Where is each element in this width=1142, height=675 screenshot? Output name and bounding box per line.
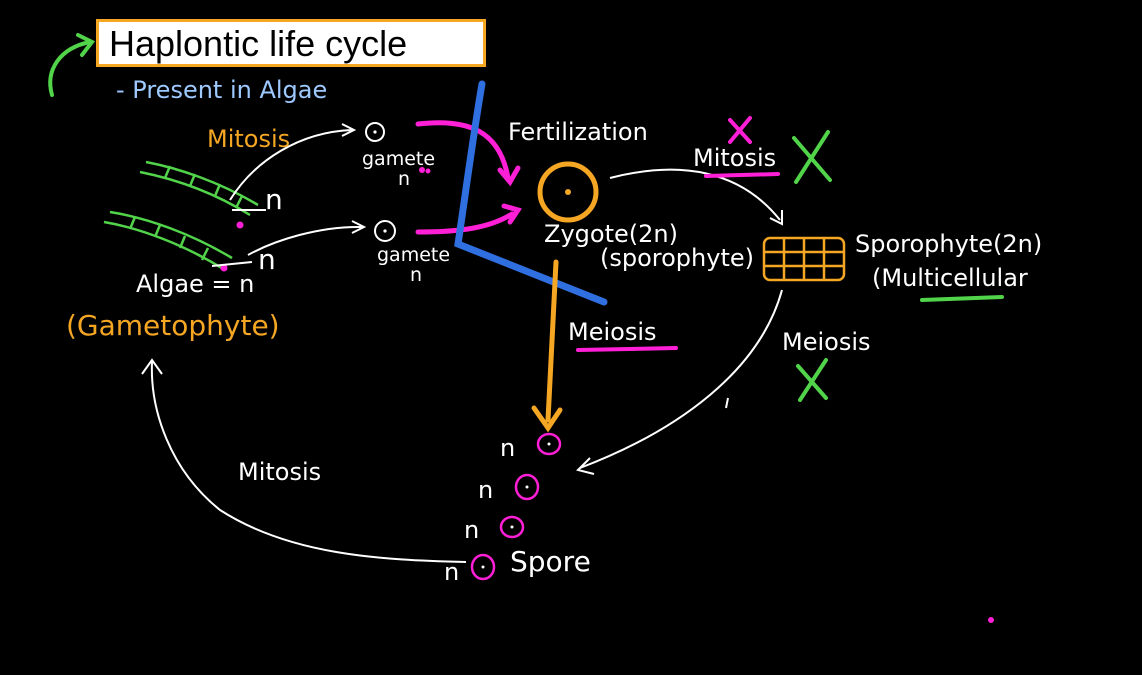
arrow-sporophyte-to-spores: [576, 289, 783, 475]
title-box: Haplontic life cycle: [96, 19, 486, 67]
spore-label: Spore: [510, 545, 591, 578]
sporophyte-sub-label: (Multicellular: [872, 264, 1028, 292]
arrow-zygote-to-sporophyte: [609, 168, 783, 226]
gamete-circle-1: [365, 122, 385, 142]
algae-pointer-bottom: [211, 261, 253, 267]
arrow-spores-to-algae: [141, 358, 467, 563]
spore-circles: [470, 432, 562, 581]
zygote-label: Zygote(2n): [544, 220, 678, 248]
stray-dot: [988, 617, 994, 623]
gametophyte-label: (Gametophyte): [66, 309, 280, 342]
blue-strike-mark: [454, 80, 608, 306]
gamete-n-label-2: n: [410, 264, 423, 286]
mitosis-label-right: Mitosis: [693, 144, 777, 172]
spore-n-label-4: n: [444, 558, 460, 586]
green-cross-mark-bottom: [796, 358, 828, 402]
mitosis-label-bottom: Mitosis: [238, 458, 322, 486]
gamete-dot: [419, 167, 425, 173]
algae-filament-bottom: [103, 210, 233, 272]
fertilization-label: Fertilization: [508, 118, 648, 146]
gamete-label-2: gamete: [377, 244, 451, 266]
algae-equals-n-label: Algae = n: [136, 270, 255, 298]
mitosis-label-top: Mitosis: [207, 125, 291, 153]
green-pointer-arrow: [48, 33, 96, 97]
fertilization-arrow-top: [415, 120, 521, 187]
arrow-algae-to-gamete-2: [247, 220, 367, 256]
meiosis-underline: [576, 346, 678, 352]
spore-n-label-1: n: [500, 434, 516, 462]
present-in-algae-label: - Present in Algae: [116, 76, 328, 104]
gamete-label-1: gamete: [362, 148, 436, 170]
spore-nuclei: [481, 442, 551, 569]
magenta-cross-mark: [728, 116, 752, 144]
algae-dot-top: [236, 221, 244, 229]
algae-n-label-1: n: [265, 183, 283, 216]
gamete-circle-2: [374, 220, 396, 242]
zygote-circle: [537, 161, 599, 223]
fertilization-arrow-bottom: [415, 203, 522, 235]
arrow-tick: [725, 397, 729, 409]
zygote-sub-label: (sporophyte): [600, 244, 754, 272]
multicellular-underline: [920, 295, 1004, 302]
spore-n-label-3: n: [464, 516, 480, 544]
spore-n-label-2: n: [478, 476, 494, 504]
mitosis-underline: [704, 172, 780, 178]
meiosis-arrow: [531, 259, 563, 433]
algae-n-label-2: n: [258, 243, 276, 276]
arrow-algae-to-gamete-1: [229, 123, 357, 201]
gamete-dot-2: [425, 168, 431, 174]
sporophyte-label: Sporophyte(2n): [855, 230, 1043, 258]
gamete-n-label-1: n: [398, 168, 411, 190]
green-cross-mark-top: [792, 130, 832, 184]
algae-dot-bottom: [220, 264, 228, 272]
meiosis-label-center: Meiosis: [568, 318, 657, 346]
meiosis-label-right: Meiosis: [782, 328, 871, 356]
sporophyte-grid: [762, 236, 846, 282]
page-title: Haplontic life cycle: [109, 23, 408, 64]
algae-filament-top: [139, 160, 259, 217]
